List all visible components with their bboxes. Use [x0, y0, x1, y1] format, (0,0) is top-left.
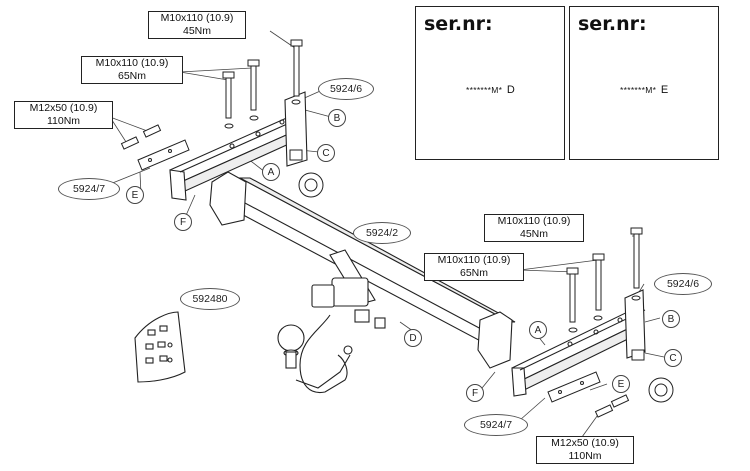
- part-label-bracket-right: 5924/6: [654, 273, 712, 295]
- serial-panel-d: ser.nr: *******M* D: [415, 6, 565, 160]
- left-washer: [289, 149, 324, 198]
- callout-b: B: [328, 109, 346, 127]
- callout-d: D: [404, 329, 422, 347]
- callout-e: E: [612, 375, 630, 393]
- torque-spec-top-center: M10x110 (10.9) 45Nm: [148, 11, 246, 39]
- serial-code: *******M* E: [620, 84, 669, 96]
- callout-c: C: [664, 349, 682, 367]
- left-bolts: [222, 39, 303, 129]
- towball-assembly: [277, 249, 386, 394]
- right-plate: [547, 371, 630, 418]
- serial-panel-e: ser.nr: *******M* E: [569, 6, 719, 160]
- left-plate: [120, 124, 190, 171]
- part-label-bracket-top-right: 5924/6: [318, 78, 374, 100]
- callout-c: C: [317, 144, 335, 162]
- part-label-bracket-bottom: 5924/7: [464, 414, 528, 436]
- serial-panel-title: ser.nr:: [424, 13, 493, 35]
- right-washer: [631, 349, 674, 403]
- part-label-bracket-left: 5924/7: [58, 178, 120, 200]
- serial-code: *******M* D: [466, 84, 516, 96]
- callout-a: A: [262, 163, 280, 181]
- right-bracket: [511, 289, 646, 397]
- callout-f: F: [466, 384, 484, 402]
- part-label-wiring-kit: 592480: [180, 288, 240, 310]
- left-bracket: [169, 91, 308, 201]
- callout-a: A: [529, 321, 547, 339]
- torque-spec-top-left-mid: M10x110 (10.9) 65Nm: [81, 56, 183, 84]
- callout-e: E: [126, 186, 144, 204]
- torque-spec-right-mid: M10x110 (10.9) 65Nm: [424, 253, 524, 281]
- torque-spec-bottom-right: M12x50 (10.9) 110Nm: [536, 436, 634, 464]
- torque-spec-left: M12x50 (10.9) 110Nm: [14, 101, 113, 129]
- callout-f: F: [174, 213, 192, 231]
- right-bolts: [566, 227, 643, 333]
- wiring-socket: [134, 311, 186, 383]
- callout-b: B: [662, 310, 680, 328]
- torque-spec-right-upper: M10x110 (10.9) 45Nm: [484, 214, 584, 242]
- part-label-crossbar: 5924/2: [353, 222, 411, 244]
- crossbar: [209, 171, 516, 369]
- serial-panel-title: ser.nr:: [578, 13, 647, 35]
